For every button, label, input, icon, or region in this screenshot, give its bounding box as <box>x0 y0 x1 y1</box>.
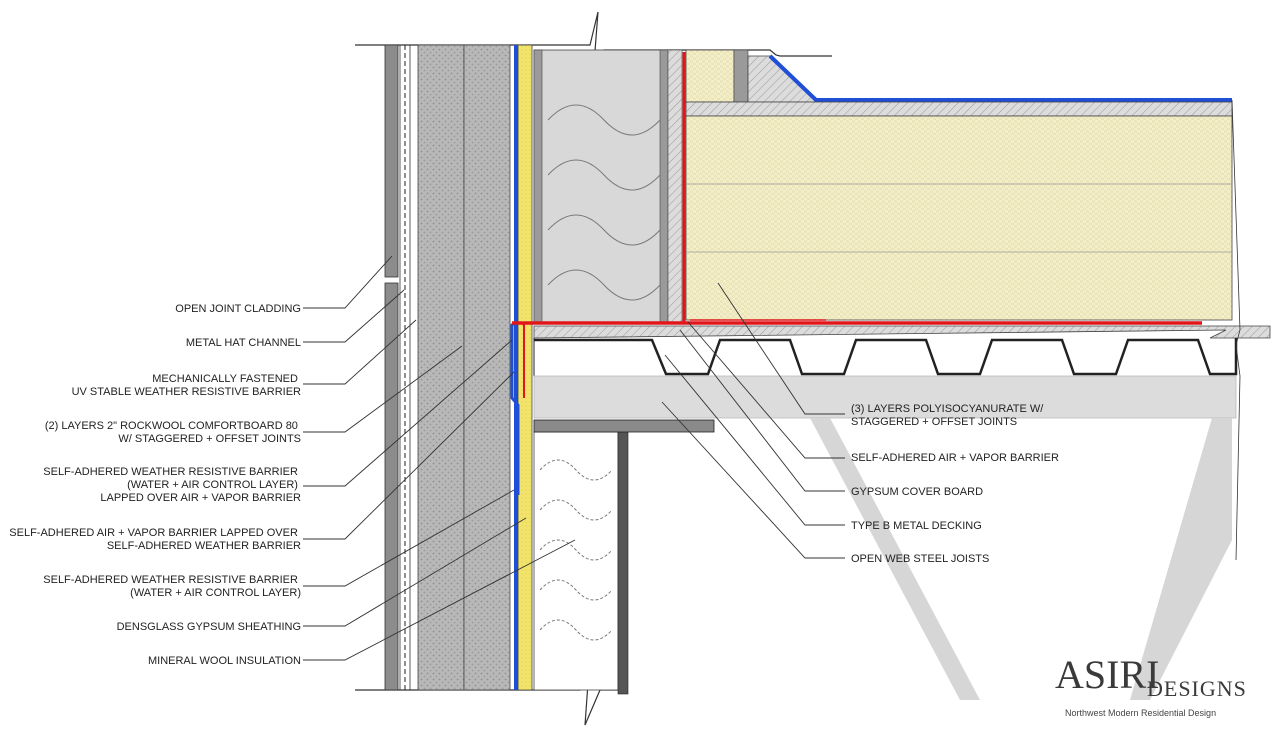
logo-sub-text: DESIGNS <box>1147 676 1247 701</box>
logo-main-text: ASIRI <box>1055 652 1159 697</box>
cladding-upper <box>384 44 399 278</box>
label-self-adhered-wrb-lapped: SELF-ADHERED WEATHER RESISTIVE BARRIER (… <box>43 466 301 504</box>
label-metal-hat-channel: METAL HAT CHANNEL <box>186 337 301 349</box>
label-mineral-wool-insulation: MINERAL WOOL INSULATION <box>148 655 301 667</box>
right-labels: (3) LAYERS POLYISOCYANURATE W/ STAGGERED… <box>851 403 1059 565</box>
parapet-stud-cavity <box>533 49 667 323</box>
metal-decking <box>534 338 1238 376</box>
polyiso-insulation <box>685 115 1233 321</box>
roof-assembly <box>512 49 1271 700</box>
cladding-lower <box>384 282 399 691</box>
label-steel-joists: OPEN WEB STEEL JOISTS <box>851 553 989 565</box>
joist-top-chord <box>533 375 1237 419</box>
rockwool-layer-2 <box>463 44 511 691</box>
label-rockwool-comfortboard: (2) LAYERS 2" ROCKWOOL COMFORTBOARD 80 W… <box>45 420 301 445</box>
label-air-vapor-barrier-lapped: SELF-ADHERED AIR + VAPOR BARRIER LAPPED … <box>9 527 301 552</box>
label-mechanically-fastened-wrb: MECHANICALLY FASTENED UV STABLE WEATHER … <box>72 373 301 398</box>
logo: ASIRI DESIGNS Northwest Modern Residenti… <box>1055 652 1247 718</box>
left-labels: OPEN JOINT CLADDING METAL HAT CHANNEL ME… <box>9 303 301 667</box>
rockwool-layer-1 <box>417 44 465 691</box>
lower-stud-cavity <box>533 431 619 691</box>
label-densglass-sheathing: DENSGLASS GYPSUM SHEATHING <box>117 621 301 633</box>
label-gypsum-cover-board: GYPSUM COVER BOARD <box>851 486 983 498</box>
label-polyisocyanurate: (3) LAYERS POLYISOCYANURATE W/ STAGGERED… <box>851 403 1046 428</box>
label-self-adhered-wrb: SELF-ADHERED WEATHER RESISTIVE BARRIER (… <box>43 574 301 599</box>
logo-tagline: Northwest Modern Residential Design <box>1065 708 1216 718</box>
label-metal-decking: TYPE B METAL DECKING <box>851 520 982 532</box>
wall-assembly <box>355 11 715 726</box>
leader-lines <box>303 255 845 661</box>
label-air-vapor-barrier: SELF-ADHERED AIR + VAPOR BARRIER <box>851 452 1059 464</box>
steel-column <box>617 431 629 695</box>
gypsum-cover-board <box>685 101 1233 117</box>
label-open-joint-cladding: OPEN JOINT CLADDING <box>175 303 301 315</box>
wall-water-barrier <box>514 45 518 690</box>
